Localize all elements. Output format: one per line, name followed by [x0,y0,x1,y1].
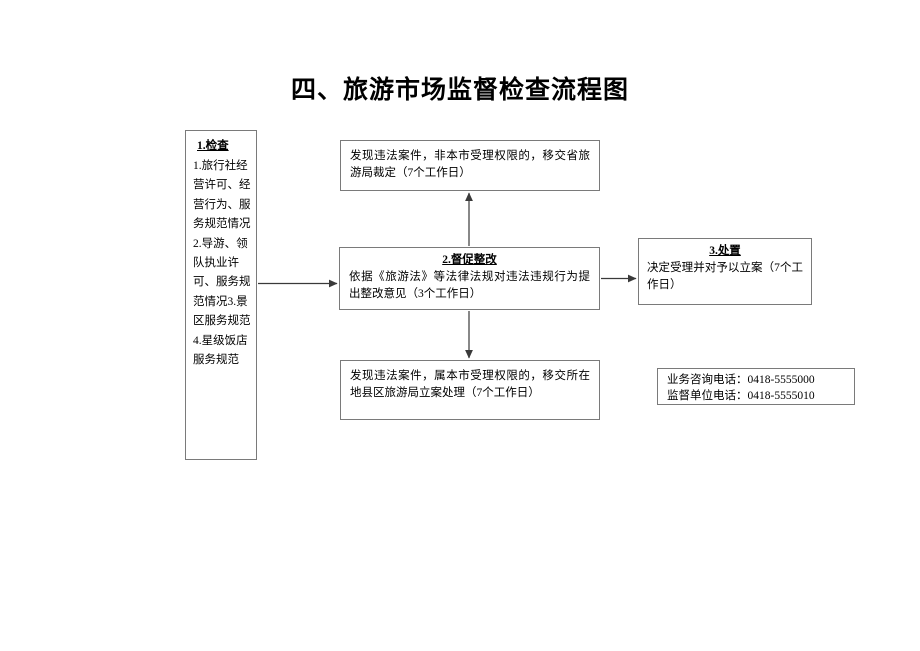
node-disposal-step-label: 3.处置 [709,245,741,257]
page-title: 四、旅游市场监督检查流程图 [290,77,629,104]
node-rectify: 2.督促整改 依据《旅游法》等法律法规对违法违规行为提出整改意见（3个工作日） [339,247,600,310]
node-transfer-province: 发现违法案件，非本市受理权限的，移交省旅游局裁定（7个工作日） [340,140,600,191]
node-transfer-local: 发现违法案件，属本市受理权限的，移交所在地县区旅游局立案处理（7个工作日） [340,360,600,420]
node-disposal-body: 决定受理并对予以立案（7个工作日） [647,262,803,291]
contact-supervision-phone: 监督单位电话：0418-5555010 [667,389,815,402]
node-rectify-body: 依据《旅游法》等法律法规对违法违规行为提出整改意见（3个工作日） [349,271,590,300]
node-inspection: 1.检查 1.旅行社经营许可、经营行为、服务规范情况2.导游、领队执业许可、服务… [185,130,257,460]
node-inspection-step-label: 1.检查 [197,140,229,152]
node-rectify-step-label: 2.督促整改 [442,254,497,266]
node-inspection-body: 1.旅行社经营许可、经营行为、服务规范情况2.导游、领队执业许可、服务规范情况3… [193,160,251,367]
node-disposal: 3.处置 决定受理并对予以立案（7个工作日） [638,238,812,305]
node-transfer-local-body: 发现违法案件，属本市受理权限的，移交所在地县区旅游局立案处理（7个工作日） [350,370,590,399]
contact-info-box: 业务咨询电话：0418-5555000 监督单位电话：0418-5555010 [657,368,855,405]
node-transfer-province-body: 发现违法案件，非本市受理权限的，移交省旅游局裁定（7个工作日） [350,150,590,179]
contact-consultation-phone: 业务咨询电话：0418-5555000 [667,374,815,386]
